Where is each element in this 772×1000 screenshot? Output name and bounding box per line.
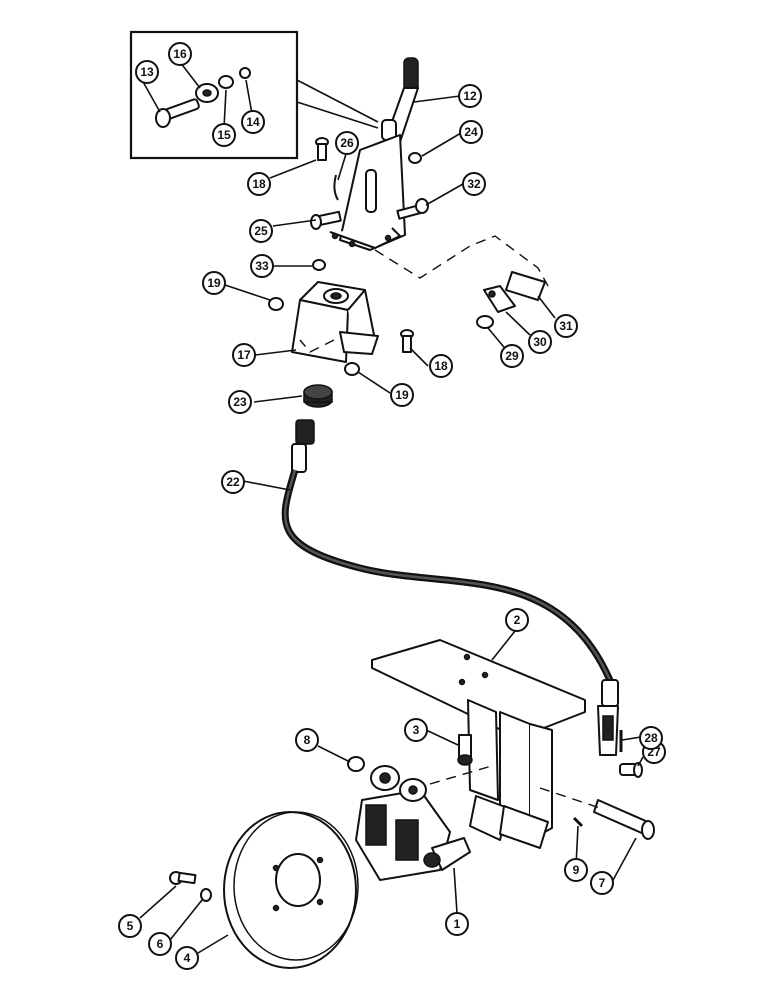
linkage-dashed	[374, 235, 549, 287]
callout-6: 6	[148, 932, 172, 956]
bolt-18-top	[315, 137, 329, 161]
svg-text:12: 12	[463, 89, 477, 103]
svg-text:16: 16	[173, 47, 187, 61]
svg-text:30: 30	[533, 335, 547, 349]
svg-text:13: 13	[140, 65, 154, 79]
callout-19-lower: 19	[390, 383, 414, 407]
callout-5: 5	[118, 914, 142, 938]
svg-text:19: 19	[395, 388, 409, 402]
callout-24: 24	[459, 120, 483, 144]
callout-18-top: 18	[247, 172, 271, 196]
svg-text:3: 3	[413, 723, 420, 737]
cotter-9	[572, 816, 584, 828]
nut-24	[408, 152, 422, 164]
svg-text:17: 17	[237, 348, 251, 362]
svg-text:32: 32	[467, 177, 481, 191]
washer-8	[347, 756, 365, 772]
svg-text:8: 8	[304, 733, 311, 747]
callout-32: 32	[462, 172, 486, 196]
bracket-dashed	[299, 339, 335, 353]
bolt-32	[396, 198, 429, 220]
washer-16	[195, 83, 219, 103]
plate-31	[505, 271, 546, 301]
callout-7: 7	[590, 871, 614, 895]
pin-13	[155, 98, 200, 128]
callout-33: 33	[250, 254, 274, 278]
svg-text:18: 18	[252, 177, 266, 191]
callout-9: 9	[564, 858, 588, 882]
svg-text:1: 1	[454, 917, 461, 931]
pin-7	[593, 799, 655, 840]
callout-3: 3	[404, 718, 428, 742]
dashed-valve-line	[429, 764, 496, 785]
control-cable-22	[281, 419, 619, 756]
svg-text:5: 5	[127, 919, 134, 933]
svg-text:29: 29	[505, 349, 519, 363]
callout-2: 2	[505, 608, 529, 632]
callout-17: 17	[232, 343, 256, 367]
svg-text:7: 7	[599, 876, 606, 890]
callout-30: 30	[528, 330, 552, 354]
callout-26: 26	[335, 131, 359, 155]
svg-text:22: 22	[226, 475, 240, 489]
nut-19-lower	[344, 362, 360, 376]
callout-14: 14	[241, 110, 265, 134]
clip-14	[239, 67, 251, 79]
dashed-pin-line	[539, 787, 601, 809]
callout-28: 28	[639, 726, 663, 750]
callout-22: 22	[221, 470, 245, 494]
callout-23: 23	[228, 390, 252, 414]
svg-text:24: 24	[464, 125, 478, 139]
bolt-25	[310, 210, 342, 230]
bolt-18-lower	[400, 329, 414, 353]
pin-27	[619, 762, 643, 778]
callout-25: 25	[249, 219, 273, 243]
bolt-3	[457, 734, 473, 766]
svg-text:6: 6	[157, 937, 164, 951]
mount-bracket-17	[291, 281, 379, 363]
svg-text:31: 31	[559, 319, 573, 333]
callout-1: 1	[445, 912, 469, 936]
callout-29: 29	[500, 344, 524, 368]
shift-lever-12	[381, 57, 419, 149]
callout-31: 31	[554, 314, 578, 338]
bushing-29	[476, 315, 494, 329]
svg-text:2: 2	[514, 613, 521, 627]
callout-4: 4	[175, 946, 199, 970]
callout-18-lower: 18	[429, 354, 453, 378]
svg-text:14: 14	[246, 115, 260, 129]
valve-assembly-1	[355, 765, 471, 881]
svg-text:4: 4	[184, 951, 191, 965]
grommet-23	[303, 384, 333, 408]
washer-15	[218, 75, 234, 89]
cotter-26	[333, 174, 339, 201]
svg-text:19: 19	[207, 276, 221, 290]
svg-text:33: 33	[255, 259, 269, 273]
svg-text:28: 28	[644, 731, 658, 745]
leader-lines	[139, 61, 644, 954]
callout-12: 12	[458, 84, 482, 108]
callout-15: 15	[212, 123, 236, 147]
plate-30	[483, 285, 516, 313]
svg-text:18: 18	[434, 359, 448, 373]
callout-13: 13	[135, 60, 159, 84]
svg-text:25: 25	[254, 224, 268, 238]
callout-16: 16	[168, 42, 192, 66]
svg-text:26: 26	[340, 136, 354, 150]
svg-text:23: 23	[233, 395, 247, 409]
bolt-5	[169, 871, 197, 885]
mount-plate-2	[371, 639, 586, 849]
callout-8: 8	[295, 728, 319, 752]
callout-19-upper: 19	[202, 271, 226, 295]
washer-6	[200, 888, 212, 902]
nut-19-upper	[268, 297, 284, 311]
nut-33	[312, 259, 326, 271]
inset-detail	[129, 30, 379, 160]
svg-text:15: 15	[217, 128, 231, 142]
svg-text:9: 9	[573, 863, 580, 877]
lever-bracket	[329, 134, 406, 251]
disc-4	[223, 811, 359, 969]
